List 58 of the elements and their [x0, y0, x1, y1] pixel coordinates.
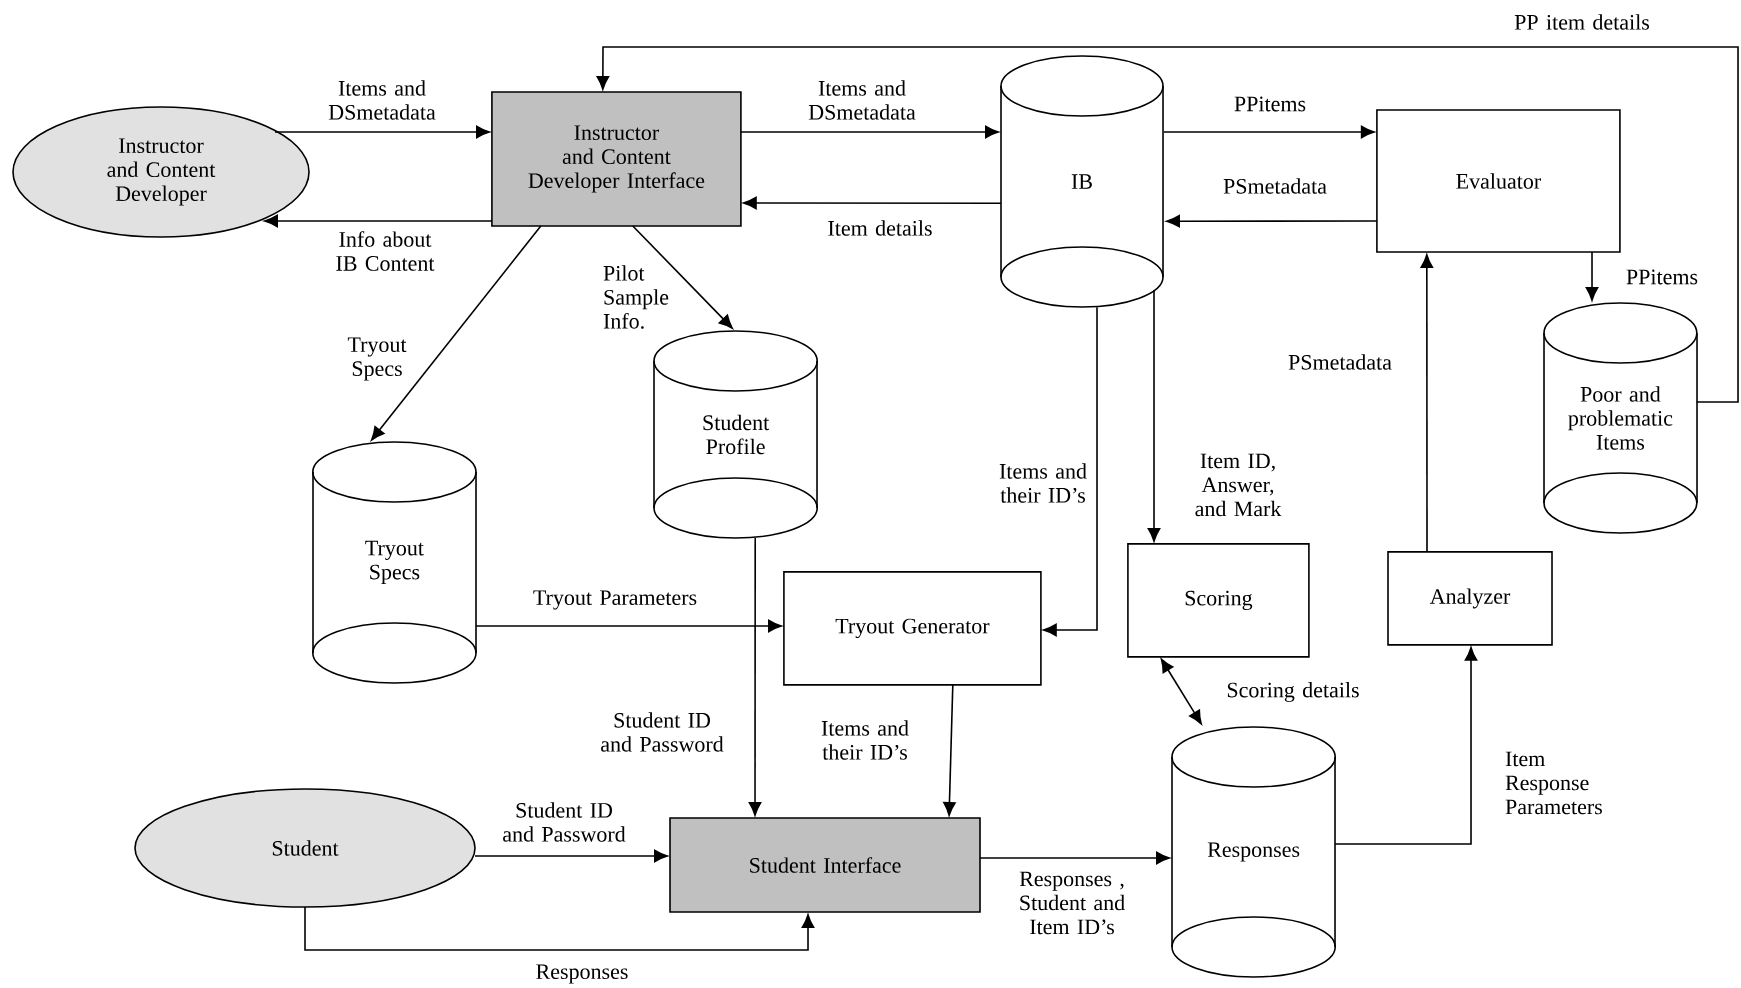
process-box: Tryout Generator [783, 571, 1042, 686]
process-box: Evaluator [1376, 109, 1621, 253]
node-label: Poor and problematic Items [1568, 386, 1673, 450]
arrow [1163, 125, 1375, 139]
edge-label: Item ID, Answer, and Mark [1195, 453, 1282, 517]
edge-label: Items and DSmetadata [808, 80, 916, 120]
data-store-cylinder: IB [1000, 55, 1164, 308]
node-label: IB [1071, 174, 1092, 189]
data-store-cylinder: Responses [1171, 726, 1336, 978]
data-store-cylinder: Poor and problematic Items [1543, 302, 1698, 534]
data-store-cylinder: Tryout Specs [312, 441, 477, 684]
arrow [742, 196, 1002, 210]
data-store-cylinder: Student Profile [653, 330, 818, 539]
edge-label: Responses , Student and Item ID’s [1019, 871, 1125, 935]
arrow [596, 46, 1739, 403]
edge-label: PPitems [1234, 96, 1306, 112]
arrow [748, 537, 762, 816]
arrow [1160, 658, 1202, 725]
process-box: Analyzer [1387, 551, 1553, 646]
node-label: Tryout Specs [365, 540, 424, 584]
edge-label: PSmetadata [1223, 178, 1327, 194]
edge-label: Item details [828, 220, 932, 236]
edge-label: Items and their ID’s [999, 463, 1087, 503]
arrow [474, 849, 668, 863]
arrow [1334, 646, 1478, 845]
arrow [1420, 254, 1434, 553]
edge-label: Student ID and Password [601, 712, 724, 752]
edge-label: Item Response Parameters [1505, 751, 1602, 815]
edge-label: Responses [536, 964, 628, 984]
edge-label: Tryout Parameters [533, 590, 697, 610]
edge-label: Items and their ID’s [821, 720, 909, 760]
arrow [740, 125, 999, 139]
edge-label: Tryout Specs [347, 337, 407, 381]
edge-label: Items and DSmetadata [328, 80, 436, 120]
edge-label: Scoring details [1227, 682, 1359, 702]
edge-label: PSmetadata [1288, 354, 1392, 370]
interface-box: Instructor and Content Developer Interface [491, 91, 742, 227]
arrow [274, 125, 490, 139]
arrow [370, 225, 542, 441]
edge-label: Student ID and Password [503, 802, 626, 842]
arrow [979, 851, 1170, 865]
arrow [1042, 306, 1098, 637]
process-box: Scoring [1127, 543, 1310, 658]
arrow [943, 684, 956, 816]
arrow [1166, 214, 1378, 228]
node-label: Responses [1207, 842, 1300, 862]
arrow [304, 906, 815, 951]
edge-label: Pilot Sample Info. [603, 265, 669, 329]
edge-label: PP item details [1514, 14, 1650, 30]
arrow [1585, 251, 1599, 301]
arrow [1147, 289, 1161, 542]
edge-label: PPitems [1626, 269, 1698, 285]
arrow [632, 225, 733, 329]
arrow [475, 619, 782, 633]
arrow [264, 214, 493, 228]
interface-box: Student Interface [669, 817, 981, 913]
node-label: Student Profile [703, 414, 770, 455]
edge-label: Info about IB Content [336, 231, 435, 271]
